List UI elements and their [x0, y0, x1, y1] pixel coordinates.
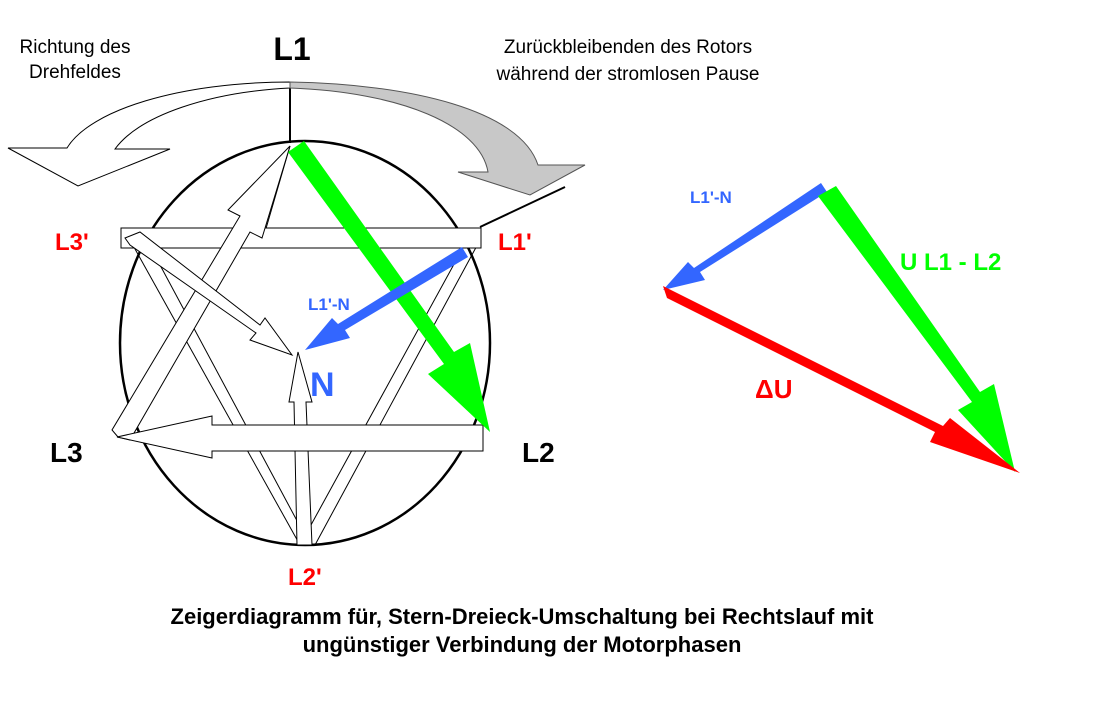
caption-line1: Zeigerdiagramm für, Stern-Dreieck-Umscha… — [171, 604, 875, 629]
phasor-arrow-l2-l3 — [116, 415, 484, 459]
l1-prime-connector — [479, 186, 566, 228]
label-l1n-left: L1'-N — [308, 295, 350, 314]
label-delta-u: ΔU — [755, 374, 792, 404]
right-voltage-arrow-l1n — [663, 183, 827, 290]
label-l3-prime: L3' — [55, 229, 89, 256]
label-n: N — [310, 366, 335, 404]
label-u-l1-l2: U L1 - L2 — [900, 249, 1001, 276]
caption-line2: ungünstiger Verbindung der Motorphasen — [303, 632, 742, 657]
right-voltage-arrow-u-l1-l2 — [818, 186, 1015, 472]
lag-note-line2: während der stromlosen Pause — [496, 64, 760, 85]
label-l1n-right: L1'-N — [690, 188, 732, 207]
star-lines — [129, 145, 481, 546]
rotation-note-line1: Richtung des — [20, 37, 131, 58]
label-l1: L1 — [273, 31, 310, 67]
label-l2-prime: L2' — [288, 564, 322, 591]
rotation-direction-arrow — [7, 81, 291, 187]
phasor-arrow-l3prime-n — [124, 231, 294, 357]
voltage-arrow-l1prime-n — [305, 247, 468, 350]
lag-note-line1: Zurückbleibenden des Rotors — [504, 37, 752, 58]
label-l2: L2 — [522, 437, 555, 468]
rotation-note-line2: Drehfeldes — [29, 62, 121, 83]
voltage-arrow-l1-l2 — [288, 141, 490, 432]
rotor-lag-arrow — [289, 81, 586, 196]
l3-l1-prime-bar — [120, 227, 482, 249]
label-l3: L3 — [50, 437, 83, 468]
right-voltage-arrow-delta-u — [663, 286, 1020, 473]
label-l1-prime: L1' — [498, 229, 532, 256]
